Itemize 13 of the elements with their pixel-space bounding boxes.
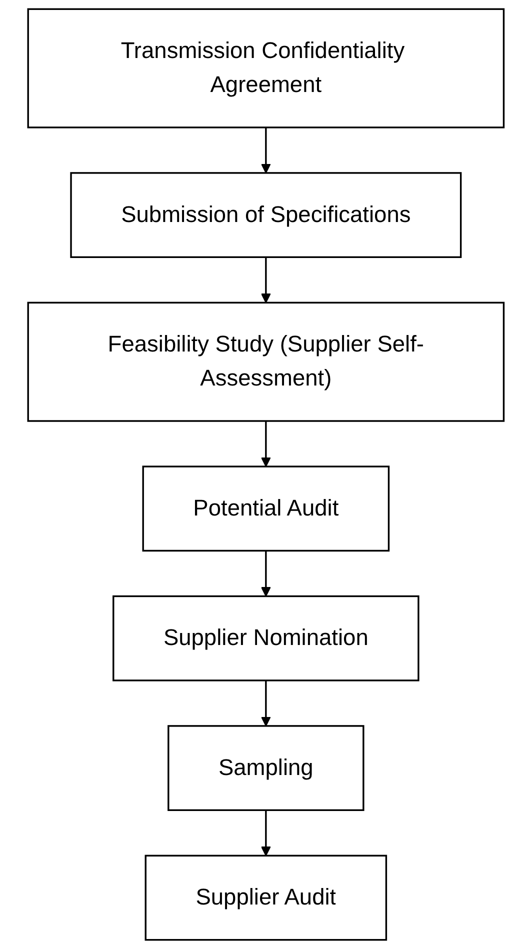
node-box: Sampling: [167, 725, 364, 812]
arrow: [260, 127, 270, 174]
node-box: Transmission Confidentiality Agreement: [26, 8, 504, 128]
arrow: [260, 680, 270, 726]
arrow: [260, 421, 270, 467]
node-box: Submission of Specifications: [70, 172, 462, 258]
node-box: Supplier Nomination: [112, 595, 419, 682]
node-box: Feasibility Study (Supplier Self-Assessment): [26, 302, 504, 422]
arrow: [260, 550, 270, 597]
arrow: [260, 257, 270, 304]
arrow: [260, 810, 270, 856]
node-box: Supplier Audit: [144, 854, 387, 941]
node-box: Potential Audit: [142, 466, 390, 552]
